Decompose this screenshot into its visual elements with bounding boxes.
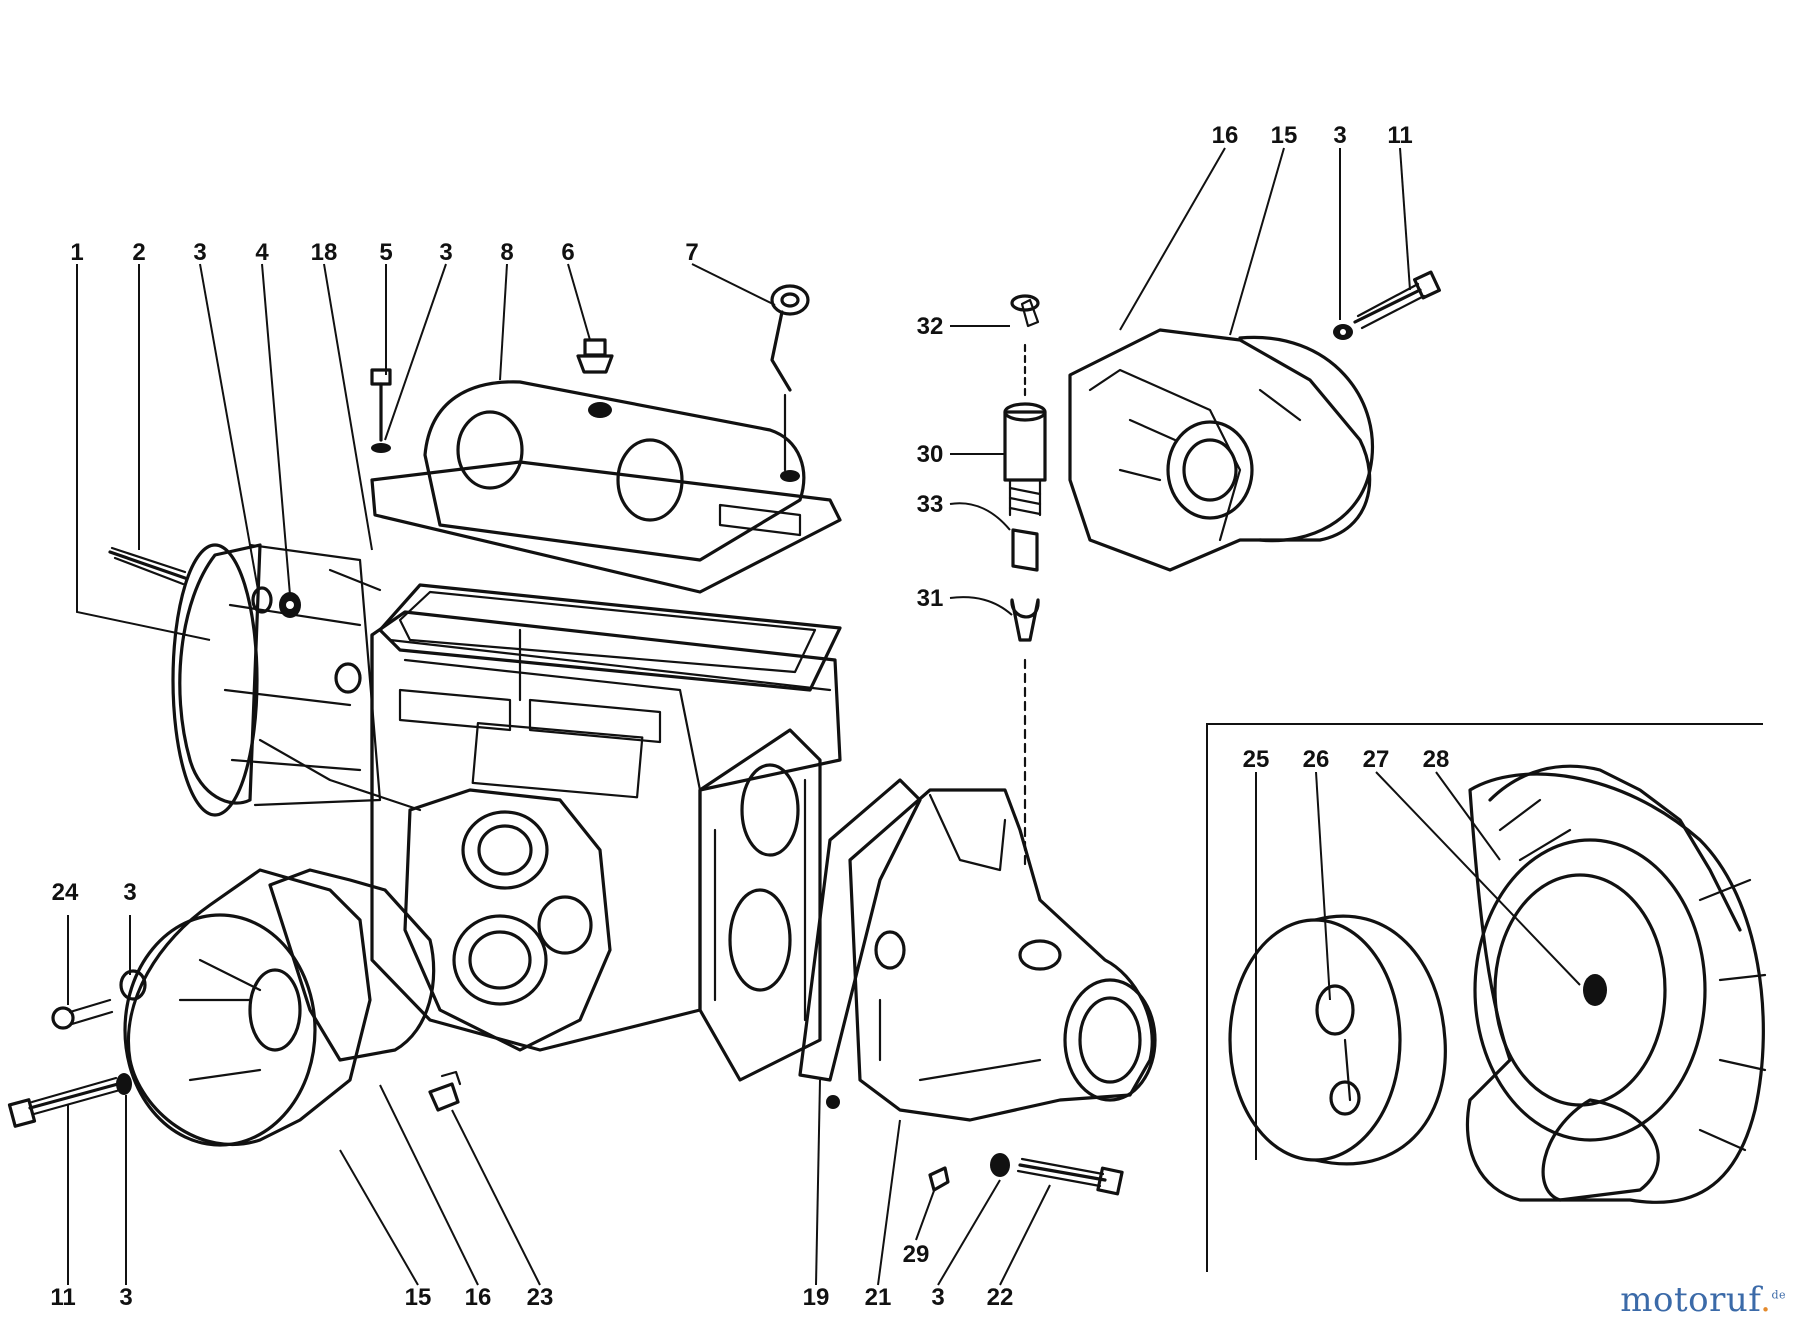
callout-11: 11 xyxy=(50,1284,75,1311)
callout-27: 27 xyxy=(1363,746,1390,773)
wheel-inset xyxy=(1206,723,1767,1272)
detent-parts xyxy=(1003,294,1047,872)
callout-19: 19 xyxy=(803,1284,830,1311)
callout-1: 1 xyxy=(70,239,83,266)
callout-15: 15 xyxy=(1271,122,1298,149)
callout-32: 32 xyxy=(917,313,944,340)
callout-21: 21 xyxy=(865,1284,892,1311)
left-bottom-housing xyxy=(7,868,462,1147)
callout-30: 30 xyxy=(917,441,944,468)
gearbox-housing xyxy=(171,543,842,1082)
rear-housing xyxy=(798,778,1157,1196)
callout-25: 25 xyxy=(1243,746,1270,773)
top-cover xyxy=(370,380,842,692)
callout-15: 15 xyxy=(405,1284,432,1311)
callout-11: 11 xyxy=(1387,122,1412,149)
left-small-parts xyxy=(108,284,810,694)
watermark-tld: de xyxy=(1771,1288,1786,1302)
callout-3: 3 xyxy=(1333,122,1346,149)
callout-3: 3 xyxy=(193,239,206,266)
callout-16: 16 xyxy=(1212,122,1239,149)
callout-3: 3 xyxy=(123,879,136,906)
callout-4: 4 xyxy=(255,239,269,266)
callout-2: 2 xyxy=(132,239,145,266)
callout-28: 28 xyxy=(1423,746,1450,773)
callout-22: 22 xyxy=(987,1284,1014,1311)
callout-16: 16 xyxy=(465,1284,492,1311)
right-top-cover-housing xyxy=(1068,270,1441,572)
callout-29: 29 xyxy=(903,1241,930,1268)
leader-lines xyxy=(67,147,1581,1286)
callout-3: 3 xyxy=(119,1284,132,1311)
callout-3: 3 xyxy=(439,239,452,266)
watermark-logo: motoruf.de xyxy=(1620,1280,1786,1320)
watermark-brand-a: motoruf xyxy=(1620,1280,1761,1320)
callout-labels: 1 2 3 4 18 5 3 8 6 7 16 15 3 11 32 30 33… xyxy=(50,122,1449,1311)
callout-31: 31 xyxy=(917,585,944,612)
callout-7: 7 xyxy=(685,239,698,266)
callout-6: 6 xyxy=(561,239,574,266)
callout-5: 5 xyxy=(379,239,392,266)
callout-26: 26 xyxy=(1303,746,1330,773)
watermark-dot: . xyxy=(1760,1280,1772,1320)
callout-18: 18 xyxy=(311,239,338,266)
callout-33: 33 xyxy=(917,491,944,518)
callout-8: 8 xyxy=(500,239,513,266)
callout-24: 24 xyxy=(52,879,79,906)
callout-3: 3 xyxy=(931,1284,944,1311)
callout-23: 23 xyxy=(527,1284,554,1311)
